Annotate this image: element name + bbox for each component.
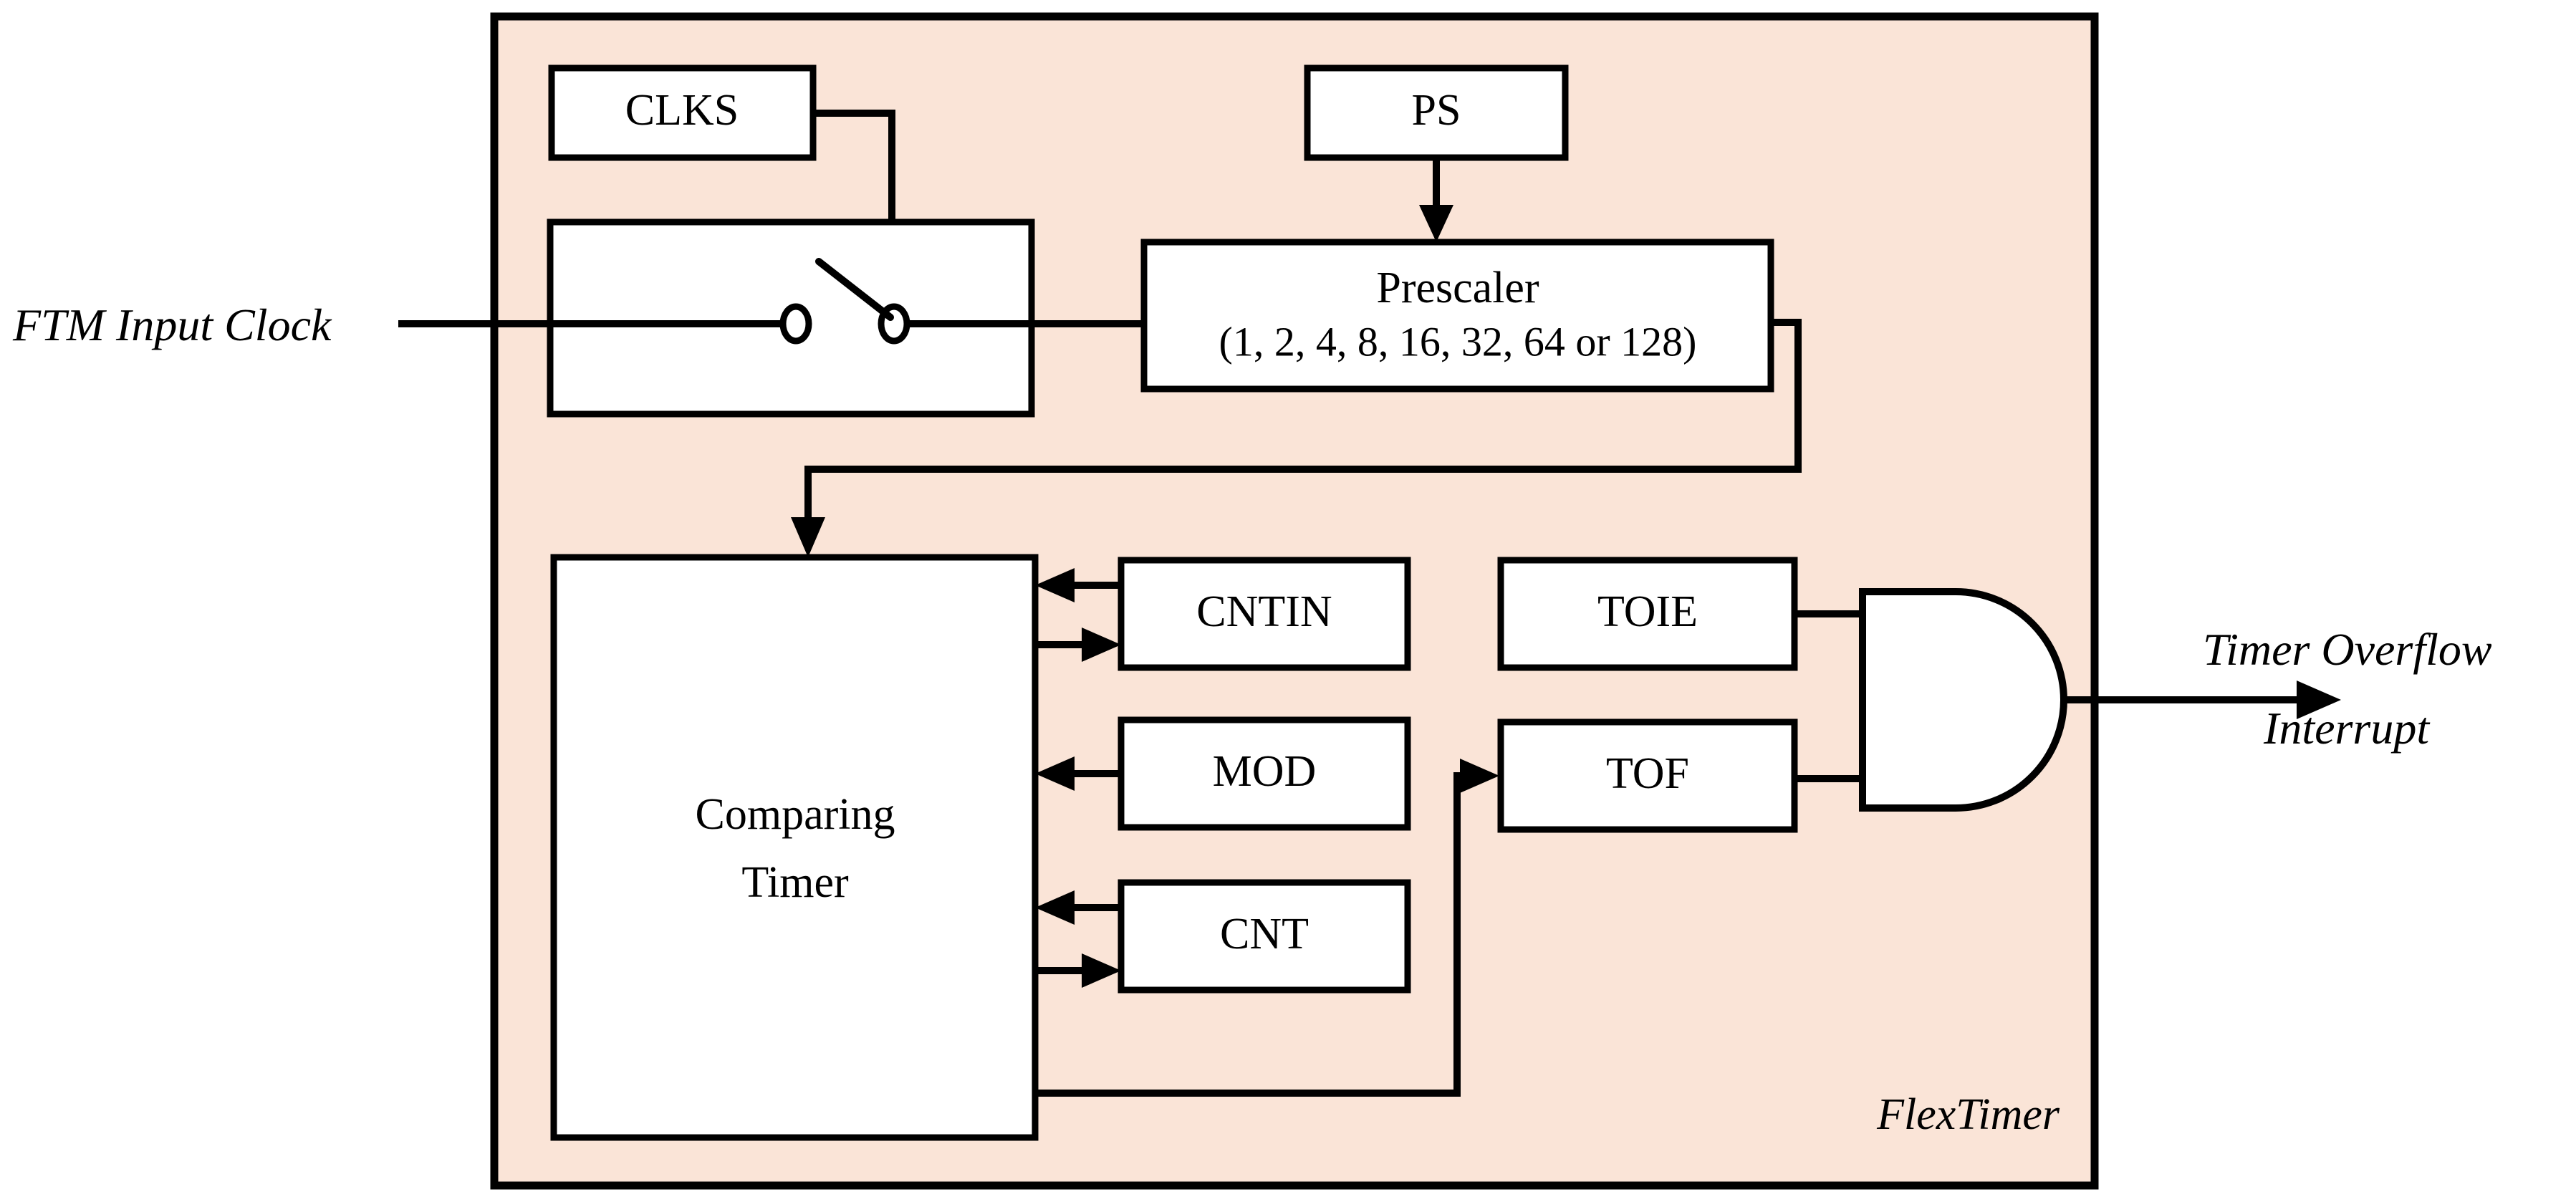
ftm-input-clock-label: FTM Input Clock — [12, 299, 332, 350]
timer-to-cnt-arrow-icon — [1082, 953, 1121, 988]
timer-overflow-label-line2: Interrupt — [2263, 703, 2431, 754]
comparing-timer-label-line2: Timer — [741, 858, 849, 907]
cnt-box[interactable] — [1118, 879, 1411, 994]
prescaler-title-label: Prescaler — [1376, 264, 1539, 312]
flextimer-panel-label: FlexTimer — [1876, 1090, 2060, 1139]
clks-box[interactable] — [548, 64, 817, 161]
tof-input-arrow-icon — [1460, 759, 1499, 793]
and-gate-icon — [1859, 588, 2067, 812]
tof-label: TOF — [1606, 749, 1689, 798]
mod-to-timer-arrow-icon — [1035, 756, 1075, 791]
cntin-box[interactable] — [1118, 557, 1411, 671]
prescaler-box[interactable] — [1140, 239, 1774, 393]
timer-to-cntin-arrow-icon — [1082, 628, 1121, 662]
ps-label: PS — [1412, 86, 1461, 135]
ps-arrow-icon — [1419, 205, 1453, 242]
cnt-to-timer-arrow-icon — [1035, 890, 1075, 925]
comparing-timer-box[interactable] — [550, 554, 1039, 1141]
cntin-label: CNTIN — [1196, 587, 1332, 636]
switch-blade-icon — [815, 258, 894, 321]
timer-overflow-label-line1: Timer Overflow — [2203, 624, 2492, 675]
mod-label: MOD — [1213, 747, 1317, 796]
cntin-to-timer-arrow-icon — [1035, 568, 1075, 602]
tof-box[interactable] — [1497, 718, 1798, 833]
prescaler-output-arrow-icon — [791, 517, 825, 557]
prescaler-output-wire — [804, 319, 1802, 530]
toie-label: TOIE — [1597, 587, 1698, 636]
clks-label: CLKS — [625, 86, 739, 135]
toie-box[interactable] — [1497, 557, 1798, 671]
ps-box[interactable] — [1304, 64, 1569, 161]
switch-left-node-icon — [779, 303, 812, 345]
cnt-label: CNT — [1220, 910, 1309, 958]
comparing-timer-label-line1: Comparing — [696, 790, 895, 839]
interrupt-output-arrow-icon — [2297, 681, 2341, 719]
prescaler-ratios-label: (1, 2, 4, 8, 16, 32, 64 or 128) — [1219, 318, 1697, 365]
